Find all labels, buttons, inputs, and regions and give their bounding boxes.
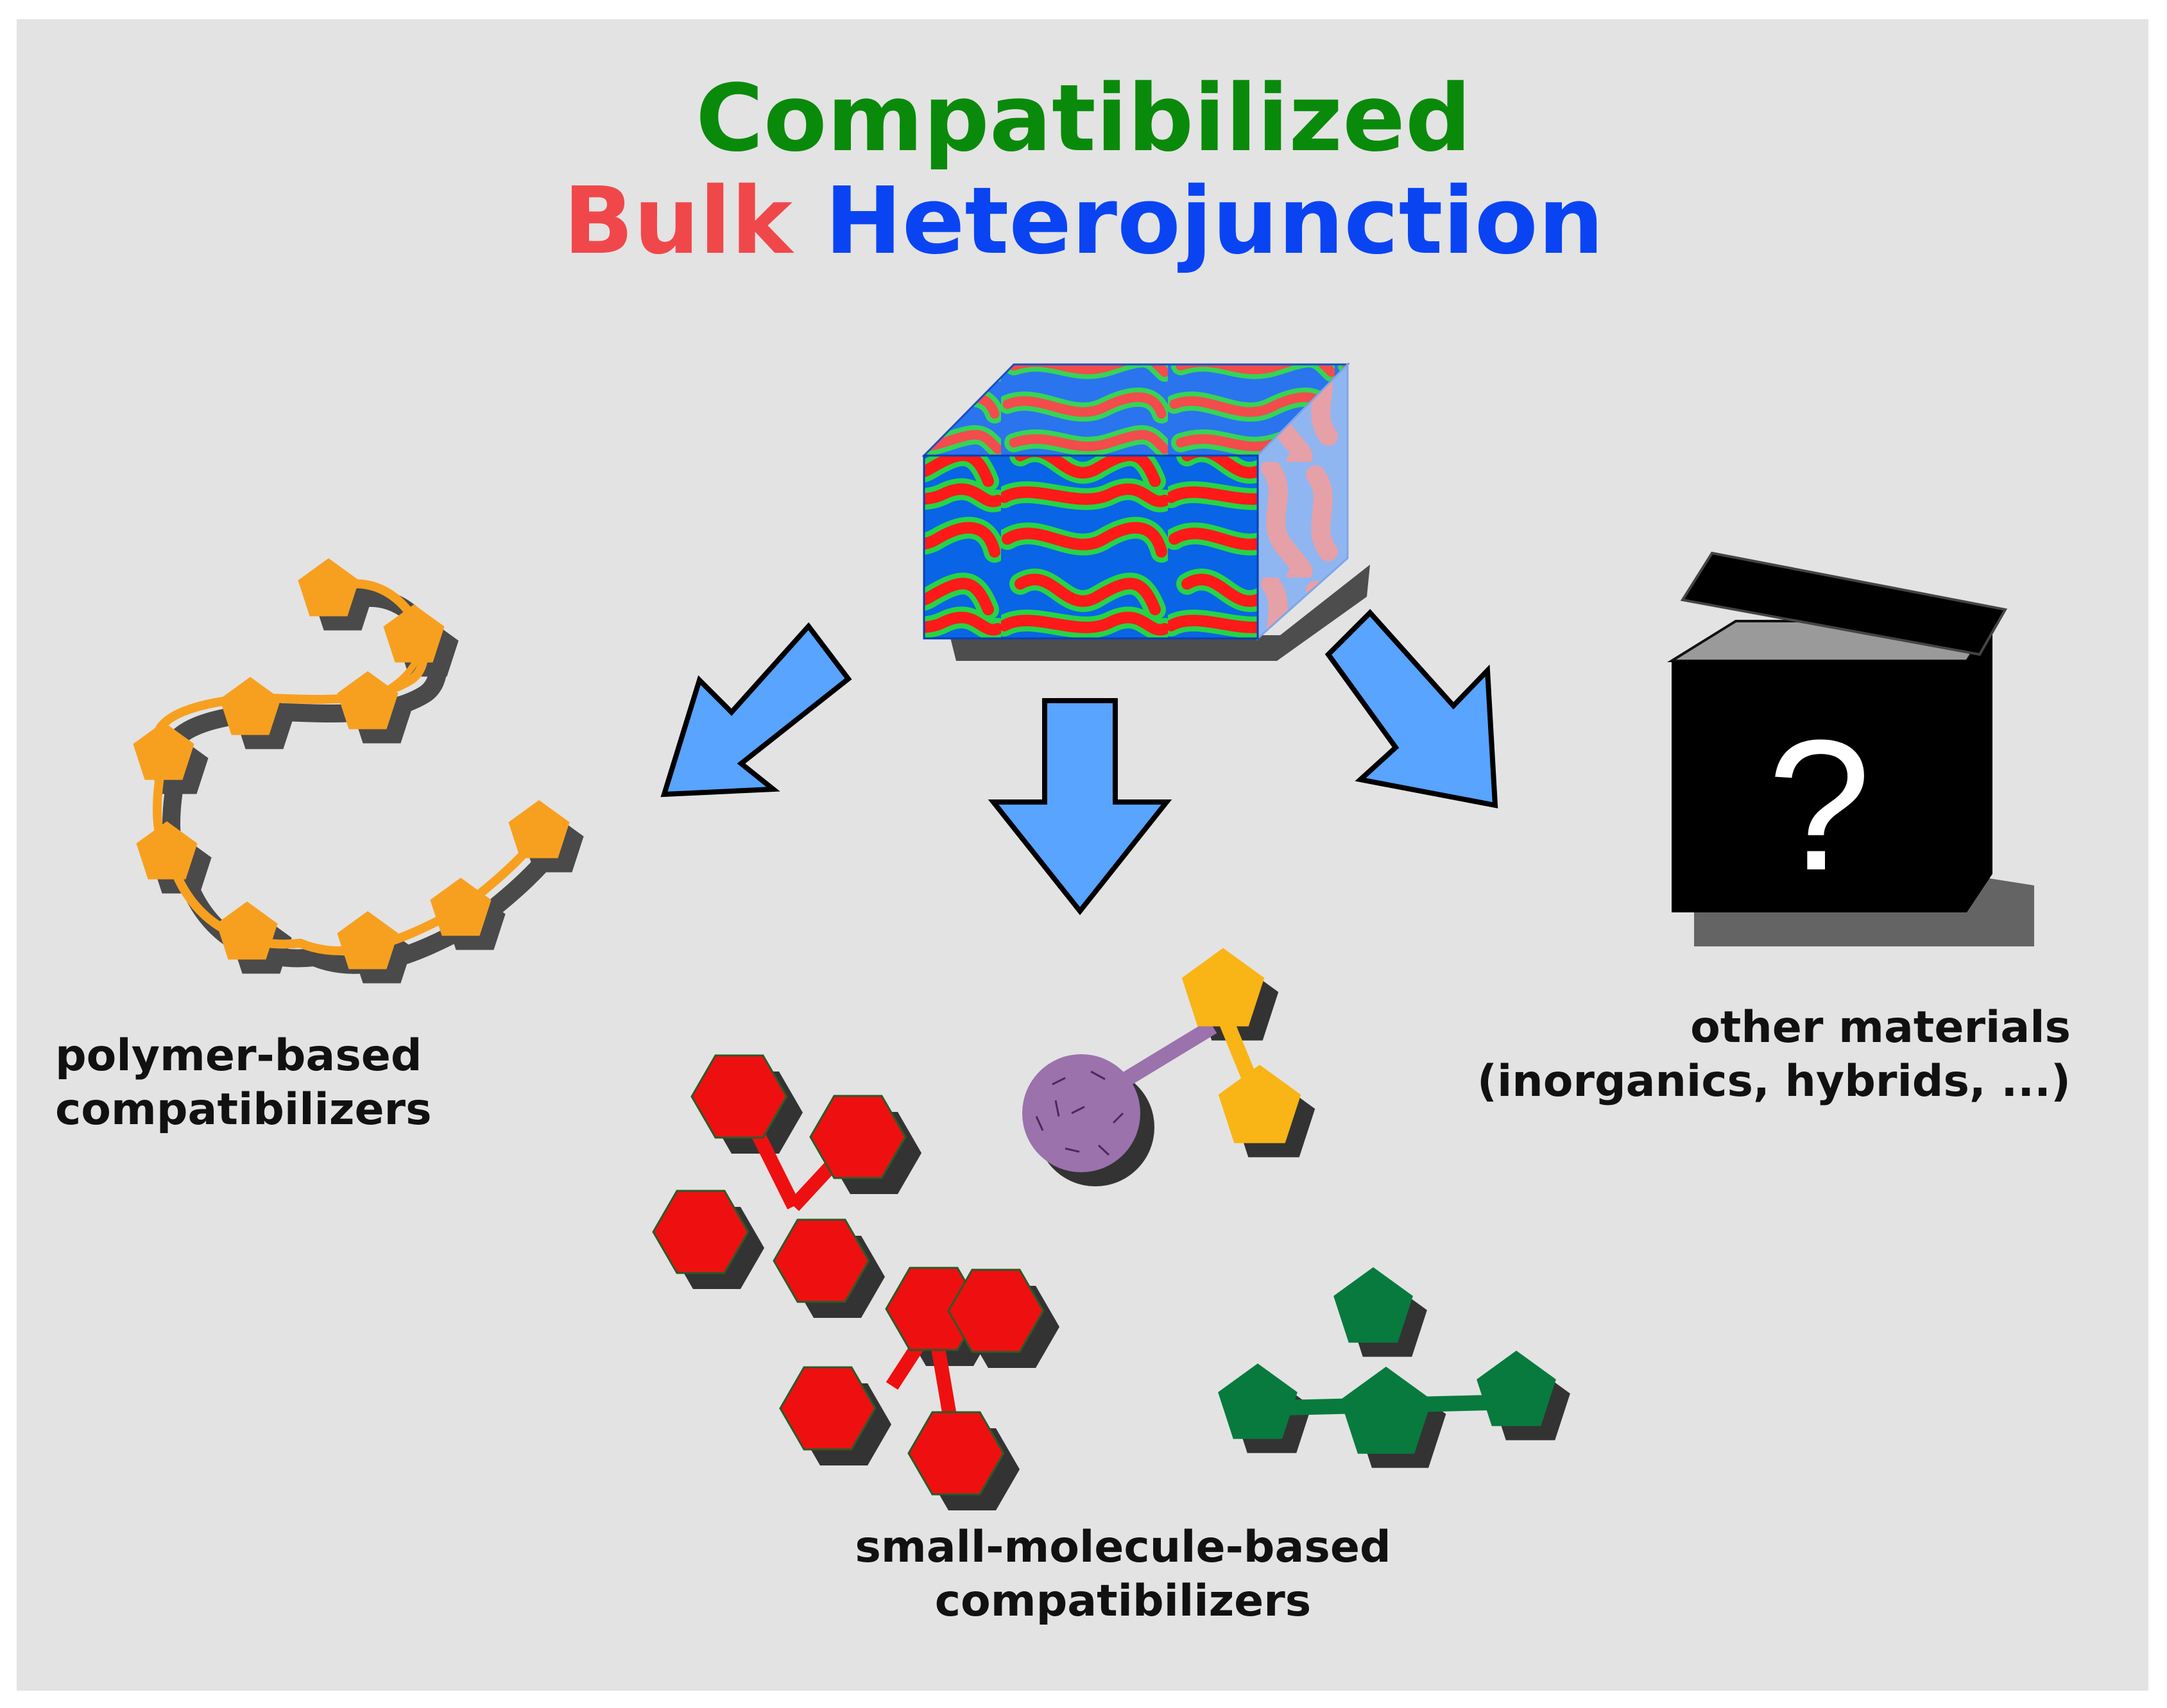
title-compatibilized: Compatibilized (696, 64, 1471, 172)
small-label-line-2: compatibilizers (934, 1576, 1312, 1627)
green-pentagon-molecule-icon (1218, 1267, 1570, 1468)
other-label-line-2: (inorganics, hybrids, ...) (1477, 1056, 2071, 1107)
polymer-label-line-1: polymer-based (55, 1030, 422, 1081)
small-molecule-based-label: small-molecule-based compatibilizers (770, 1521, 1476, 1628)
polymer-label-line-2: compatibilizers (55, 1084, 432, 1135)
title-line-2: Bulk Heterojunction (0, 169, 2167, 272)
other-materials-label: other materials (inorganics, hybrids, ..… (1477, 1001, 2071, 1109)
fullerene-pentagon-molecule-icon (1022, 948, 1315, 1186)
arrow-left-down-icon (660, 622, 852, 798)
arrow-down-icon (988, 698, 1172, 916)
question-mark: ? (1767, 701, 1871, 909)
mystery-box-icon: ? (1666, 551, 2034, 946)
arrow-right-down-icon (1324, 609, 1498, 808)
small-label-line-1: small-molecule-based (855, 1522, 1391, 1573)
polymer-based-label: polymer-based compatibilizers (55, 1029, 432, 1137)
title-line-1: Compatibilized (0, 67, 2167, 169)
other-label-line-1: other materials (1690, 1002, 2071, 1053)
red-hexagon-molecule-icon (652, 1054, 1059, 1510)
bulk-heterojunction-cube-icon (921, 362, 1370, 661)
polymer-chain-icon (133, 558, 584, 984)
title-bulk: Bulk (563, 167, 793, 275)
title-heterojunction: Heterojunction (825, 167, 1604, 275)
